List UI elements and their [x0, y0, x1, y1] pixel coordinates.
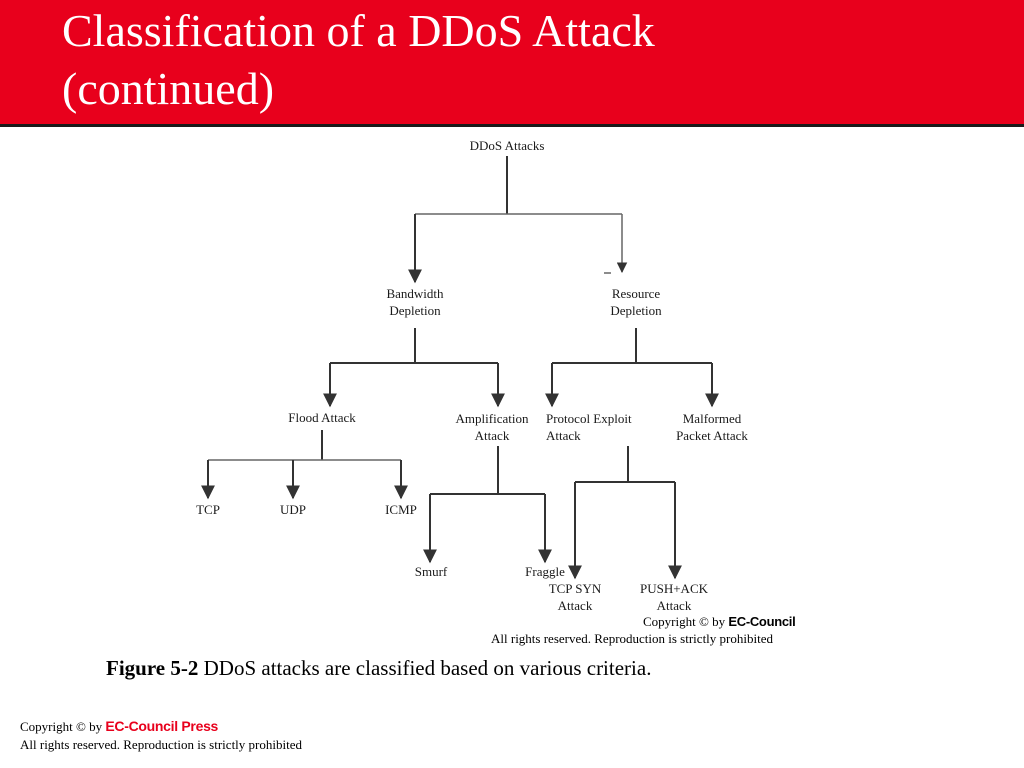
slide-title: Classification of a DDoS Attack — [62, 5, 655, 56]
node-bandwidth-depletion-l2: Depletion — [389, 303, 441, 318]
node-tcp-syn-l1: TCP SYN — [549, 581, 602, 596]
node-amplification-attack-l1: Amplification — [456, 411, 529, 426]
node-resource-depletion-l2: Depletion — [610, 303, 662, 318]
node-resource-depletion-l1: Resource — [612, 286, 661, 301]
footer-copyright: Copyright © by EC-Council Press — [20, 718, 218, 735]
node-protocol-exploit-l1: Protocol Exploit — [546, 411, 632, 426]
tree-nodes: DDoS Attacks Bandwidth Depletion Resourc… — [196, 138, 748, 613]
node-push-ack-l1: PUSH+ACK — [640, 581, 709, 596]
node-fraggle: Fraggle — [525, 564, 565, 579]
figure-caption-text: DDoS attacks are classified based on var… — [198, 656, 652, 680]
footer-copyright-prefix: Copyright © by — [20, 719, 106, 734]
node-icmp: ICMP — [385, 502, 417, 517]
node-udp: UDP — [280, 502, 306, 517]
node-malformed-packet-l1: Malformed — [683, 411, 742, 426]
node-malformed-packet-l2: Packet Attack — [676, 428, 748, 443]
slide-title-continued: (continued) — [62, 63, 275, 114]
figure-caption: Figure 5-2 DDoS attacks are classified b… — [106, 656, 651, 681]
node-tcp: TCP — [196, 502, 220, 517]
figure-copyright-rights: All rights reserved. Reproduction is str… — [491, 631, 773, 646]
tree-edges — [201, 156, 719, 580]
footer-copyright-brand: EC-Council Press — [105, 718, 219, 734]
node-ddos-attacks: DDoS Attacks — [470, 138, 545, 153]
title-banner: Classification of a DDoS Attack (continu… — [0, 0, 1024, 127]
figure-copyright-brand: EC-Council — [728, 614, 796, 629]
figure-copyright: Copyright © by EC-Council — [643, 614, 796, 630]
node-flood-attack: Flood Attack — [288, 410, 356, 425]
node-push-ack-l2: Attack — [657, 598, 692, 613]
node-tcp-syn-l2: Attack — [558, 598, 593, 613]
node-smurf: Smurf — [415, 564, 448, 579]
node-bandwidth-depletion-l1: Bandwidth — [386, 286, 444, 301]
figure-caption-label: Figure 5-2 — [106, 656, 199, 680]
footer-rights: All rights reserved. Reproduction is str… — [20, 737, 302, 752]
node-protocol-exploit-l2: Attack — [546, 428, 581, 443]
node-amplification-attack-l2: Attack — [475, 428, 510, 443]
figure-copyright-prefix: Copyright © by — [643, 614, 726, 629]
